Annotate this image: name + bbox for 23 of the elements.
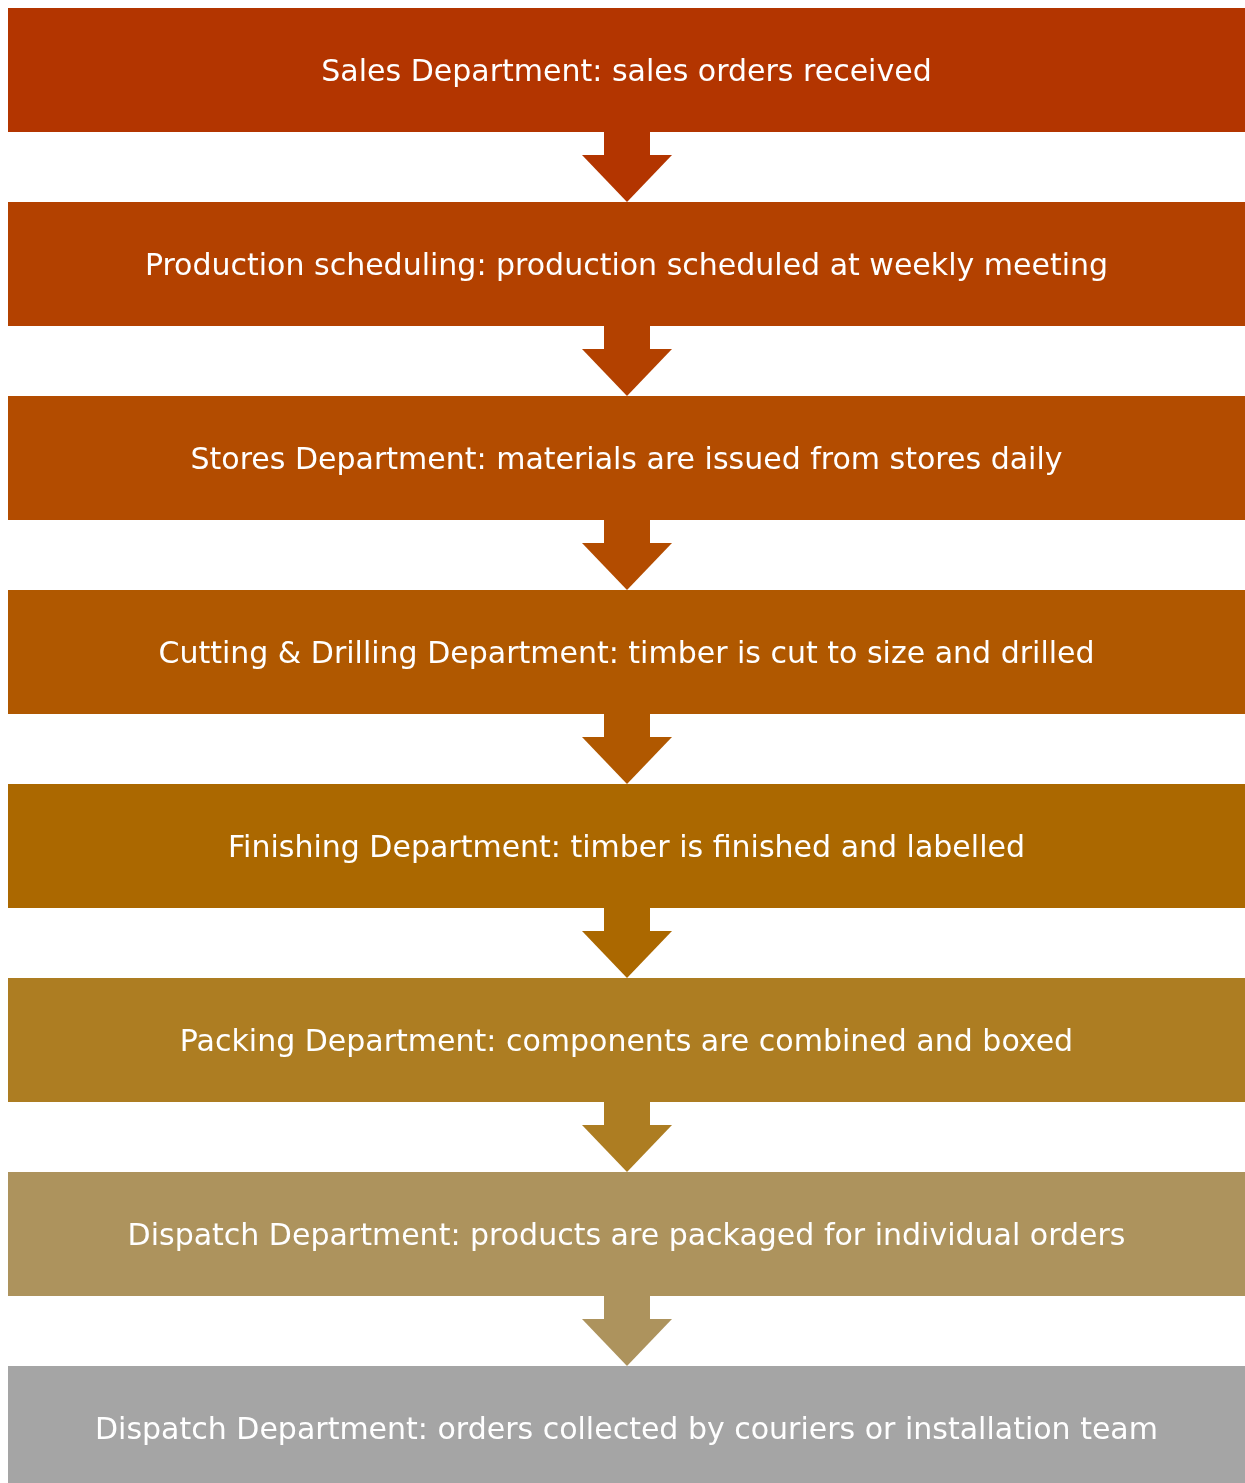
process-box: [8, 8, 1245, 132]
step-text: Cutting & Drilling Department: timber is cut to size and drilled: [158, 634, 1095, 670]
process-box: [8, 202, 1245, 326]
block-arrow: [582, 908, 672, 978]
step-text: Production scheduling: production scheduled at weekly meeting: [144, 246, 1109, 282]
step-text: Packing Department: components are combined and boxed: [179, 1022, 1074, 1058]
block-arrow: [582, 326, 672, 396]
block-arrow: [582, 714, 672, 784]
step-text: Dispatch Department: products are packaged for individual orders: [127, 1216, 1126, 1252]
block-arrow: [582, 132, 672, 202]
process-box: [8, 1172, 1245, 1296]
step-text: Stores Department: materials are issued from stores daily: [190, 440, 1063, 476]
process-box: [8, 396, 1245, 520]
process-box: [8, 1366, 1245, 1483]
step-text: Finishing Department: timber is finished and labelled: [228, 828, 1025, 864]
process-box: [8, 590, 1245, 714]
step-text: Dispatch Department: orders collected by couriers or installation team: [95, 1410, 1158, 1446]
block-arrow: [582, 1102, 672, 1172]
process-box: [8, 784, 1245, 908]
block-arrow: [582, 520, 672, 590]
block-arrow: [582, 1296, 672, 1366]
process-box: [8, 978, 1245, 1102]
step-text: Sales Department: sales orders received: [321, 52, 932, 88]
